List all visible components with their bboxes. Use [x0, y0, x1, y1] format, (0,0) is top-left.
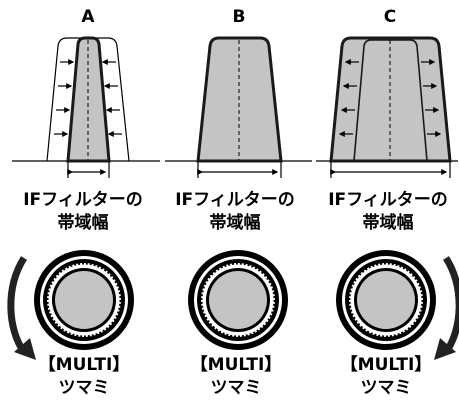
- knob-label-line2-b: ツマミ: [211, 378, 262, 398]
- knob-label-line2-c: ツマミ: [361, 378, 412, 398]
- caption-line1-b: IFフィルターの: [175, 190, 295, 210]
- caption-line2-b: 帯域幅: [210, 212, 261, 233]
- caption-line1-a: IFフィルターの: [23, 190, 143, 210]
- clockwise-arrow-icon: [434, 256, 459, 360]
- filter-shape-b: [196, 36, 283, 178]
- knob-label-line1-a: 【MULTI】: [39, 354, 130, 375]
- inward-arrows-right-a: [101, 59, 122, 137]
- knob-label-line2-a: ツマミ: [59, 378, 110, 398]
- panel-letter-b: B: [233, 7, 246, 27]
- counterclockwise-arrow-icon: [7, 256, 36, 360]
- knob-label-line1-c: 【MULTI】: [341, 354, 432, 375]
- filter-shape-a: [46, 36, 130, 178]
- caption-line1-c: IFフィルターの: [328, 190, 448, 210]
- caption-line2-a: 帯域幅: [58, 212, 109, 233]
- filter-shape-c: [329, 36, 452, 178]
- multi-knob-a[interactable]: [34, 250, 134, 350]
- caption-line2-c: 帯域幅: [363, 212, 414, 233]
- panel-letter-c: C: [384, 7, 396, 27]
- knob-label-line1-b: 【MULTI】: [191, 354, 282, 375]
- multi-knob-b[interactable]: [188, 250, 288, 350]
- outward-arrows-left-c: [338, 59, 359, 137]
- panel-letter-a: A: [81, 7, 95, 27]
- outward-arrows-right-c: [421, 59, 442, 137]
- multi-knob-c[interactable]: [336, 250, 436, 350]
- inward-arrows-left-a: [54, 59, 75, 137]
